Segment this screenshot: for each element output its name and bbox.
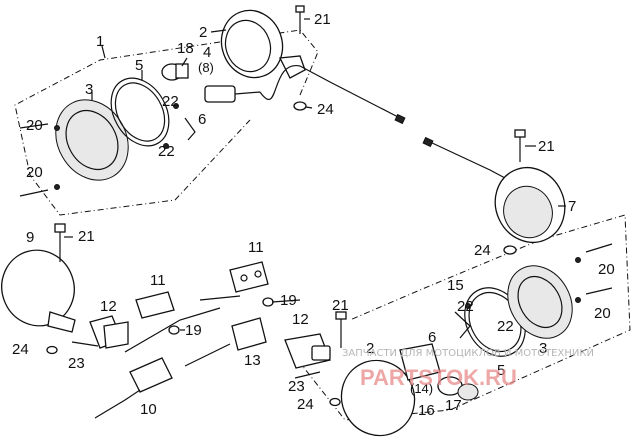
label-1: 1 [96,33,104,50]
label-17: 17 [445,397,462,414]
label-20-upper-a: 20 [26,117,43,134]
part-labels: 1 2 3 4 (8) 5 18 21 22 6 22 24 20 20 21 … [12,11,615,419]
label-6-lower: 6 [428,329,436,346]
label-9: 9 [26,229,34,246]
label-12-mid: 12 [292,311,309,328]
label-22-upper-b: 22 [158,143,175,160]
label-2-upper: 2 [199,24,207,41]
label-21-upper: 21 [314,11,331,28]
middle-parts [184,261,347,407]
label-11-mid: 11 [248,239,264,256]
label-21-right: 21 [538,138,555,155]
label-21-left: 21 [78,228,95,245]
right-lower-signal [340,243,613,437]
label-23-left: 23 [68,355,85,372]
label-5-lower: 5 [497,362,505,379]
label-5-upper: 5 [135,57,143,74]
label-8: (8) [198,60,214,75]
watermark-brand: PARTSTOK.RU [360,365,517,390]
label-12-left: 12 [100,298,117,315]
upper-gasket [110,77,170,147]
label-4: 4 [203,44,211,61]
label-18: 18 [177,40,194,57]
upper-screws [19,5,307,197]
label-22-upper-a: 22 [162,93,179,110]
label-21-mid: 21 [332,297,349,314]
upper-lens [55,99,129,181]
label-22-right-b: 22 [497,318,514,335]
upper-bulb [161,63,189,81]
watermark-text: ЗАПЧАСТИ ДЛЯ МОТОЦИКЛОВ И МОТОТЕХНИКИ [342,348,594,359]
label-16: 16 [418,402,435,419]
left-lower-signal [1,223,221,419]
label-22-right-a: 22 [457,298,474,315]
label-10: 10 [140,401,157,418]
label-14: (14) [410,381,433,396]
label-24-right: 24 [474,242,491,259]
label-20-right-b: 20 [594,305,611,322]
label-2-lower: 2 [366,340,374,357]
label-7: 7 [568,198,576,215]
upper-socket [204,85,261,103]
assembly-outline-upper [14,29,319,216]
label-6-upper: 6 [198,111,206,128]
right-upper-signal [422,129,566,243]
label-11-left: 11 [150,272,166,289]
label-20-upper-b: 20 [26,164,43,181]
label-15: 15 [447,277,464,294]
label-19-left: 19 [185,322,202,339]
label-13: 13 [244,352,261,369]
label-24-upper: 24 [317,101,334,118]
label-23-mid: 23 [288,378,305,395]
label-20-right-a: 20 [598,261,615,278]
label-19-mid: 19 [280,292,297,309]
label-24-mid: 24 [297,396,314,413]
label-3-lower: 3 [539,340,547,357]
label-24-left: 24 [12,341,29,358]
leader-lines [64,18,566,331]
upper-harness [259,65,406,125]
upper-housing [220,9,306,79]
label-3-upper: 3 [85,81,93,98]
